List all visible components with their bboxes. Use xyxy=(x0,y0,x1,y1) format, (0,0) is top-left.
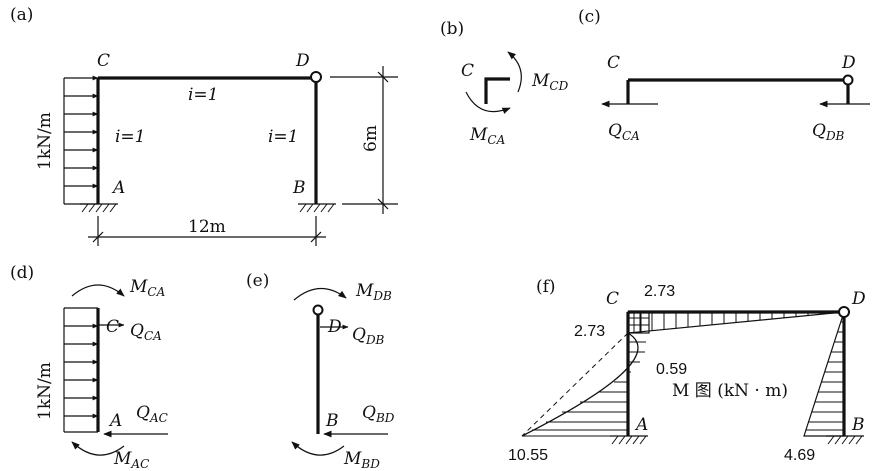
moment-value-mid: 0.59 xyxy=(656,361,687,378)
node-b-a: B xyxy=(292,178,306,198)
left-column-stiffness-label: i=1 xyxy=(115,127,146,147)
panel-e-tag: (e) xyxy=(246,271,269,291)
beam-moment-diagram xyxy=(627,311,845,334)
moment-value-c-top: 2.73 xyxy=(644,283,675,300)
height-dimension xyxy=(330,66,398,214)
panel-f-tag: (f) xyxy=(536,277,556,297)
moment-db-label-e: MDB xyxy=(355,281,392,303)
node-c-b: C xyxy=(461,61,474,81)
hinge-d-f xyxy=(838,306,850,318)
moment-value-b: 4.69 xyxy=(784,447,815,464)
shear-db-label: QDB xyxy=(812,121,845,143)
closing-line xyxy=(521,332,629,437)
shear-db-label-e: QDB xyxy=(352,325,385,347)
moment-db-arrow-e xyxy=(293,287,347,301)
node-c-c: C xyxy=(607,53,620,73)
shear-ac-label-d: QAC xyxy=(136,403,168,425)
distributed-load-d xyxy=(63,307,99,433)
fixed-support-b xyxy=(298,203,336,213)
right-column-stiffness-label: i=1 xyxy=(268,127,299,147)
node-c-a: C xyxy=(97,51,110,71)
panel-d-tag: (d) xyxy=(10,263,34,283)
panel-b: (b) C MCD MCA xyxy=(440,19,569,147)
joint-c-freebody xyxy=(484,77,510,104)
panel-e: (e) MDB D QDB B QBD MBD xyxy=(246,271,395,471)
moment-ca-label-d: MCA xyxy=(129,277,166,299)
load-label-a: 1kN/m xyxy=(35,112,55,170)
fixed-support-b-f xyxy=(826,435,864,445)
node-d-a: D xyxy=(295,51,310,71)
shear-ca-label: QCA xyxy=(608,121,640,143)
panel-a: (a) 1kN/m xyxy=(10,5,398,246)
node-c-f: C xyxy=(606,289,619,309)
panel-b-tag: (b) xyxy=(440,19,464,39)
moment-value-a: 10.55 xyxy=(508,447,548,464)
panel-a-tag: (a) xyxy=(10,5,33,25)
hinge-d-e xyxy=(312,304,324,316)
moment-value-c-side: 2.73 xyxy=(574,323,605,340)
left-column-moment-diagram xyxy=(521,311,650,437)
beam-stiffness-label: i=1 xyxy=(188,85,219,105)
moment-ca-arrow xyxy=(465,91,511,114)
fixed-support-a xyxy=(80,203,118,213)
node-a-a: A xyxy=(111,178,125,198)
panel-d: (d) MCA 1kN/m C QCA A QAC MAC xyxy=(10,263,168,471)
moment-ca-label: MCA xyxy=(469,125,506,147)
span-dimension-label: 12m xyxy=(188,217,226,237)
moment-cd-label: MCD xyxy=(531,71,569,93)
panel-f: (f) xyxy=(508,277,866,464)
shear-ca-label-d: QCA xyxy=(130,321,162,343)
load-label-d: 1kN/m xyxy=(35,362,55,420)
hinge-d-c xyxy=(842,74,854,86)
moment-diagram-title: M 图 (kN · m) xyxy=(672,381,788,401)
moment-cd-arrow xyxy=(507,51,522,93)
right-column-moment-diagram xyxy=(803,311,845,437)
moment-bd-label-e: MBD xyxy=(343,449,380,471)
moment-ac-arrow-d xyxy=(71,441,125,456)
node-d-c: D xyxy=(841,53,856,73)
node-a-d: A xyxy=(108,411,122,431)
node-b-f: B xyxy=(851,415,865,435)
node-a-f: A xyxy=(634,415,648,435)
node-b-e: B xyxy=(325,411,339,431)
moment-bd-arrow-e xyxy=(291,441,345,456)
panel-c: (c) C D QCA QDB xyxy=(578,7,870,143)
moment-ca-arrow-d xyxy=(71,284,125,297)
fixed-support-a-f xyxy=(610,435,648,445)
node-d-f: D xyxy=(851,289,866,309)
hinge-d-a xyxy=(310,71,322,83)
span-dimension xyxy=(88,216,326,246)
panel-c-tag: (c) xyxy=(578,7,601,27)
shear-bd-label-e: QBD xyxy=(362,403,395,425)
node-c-d: C xyxy=(106,317,119,337)
moment-ac-label-d: MAC xyxy=(113,449,149,471)
height-dimension-label: 6m xyxy=(361,125,381,152)
distributed-load-a xyxy=(63,75,99,205)
